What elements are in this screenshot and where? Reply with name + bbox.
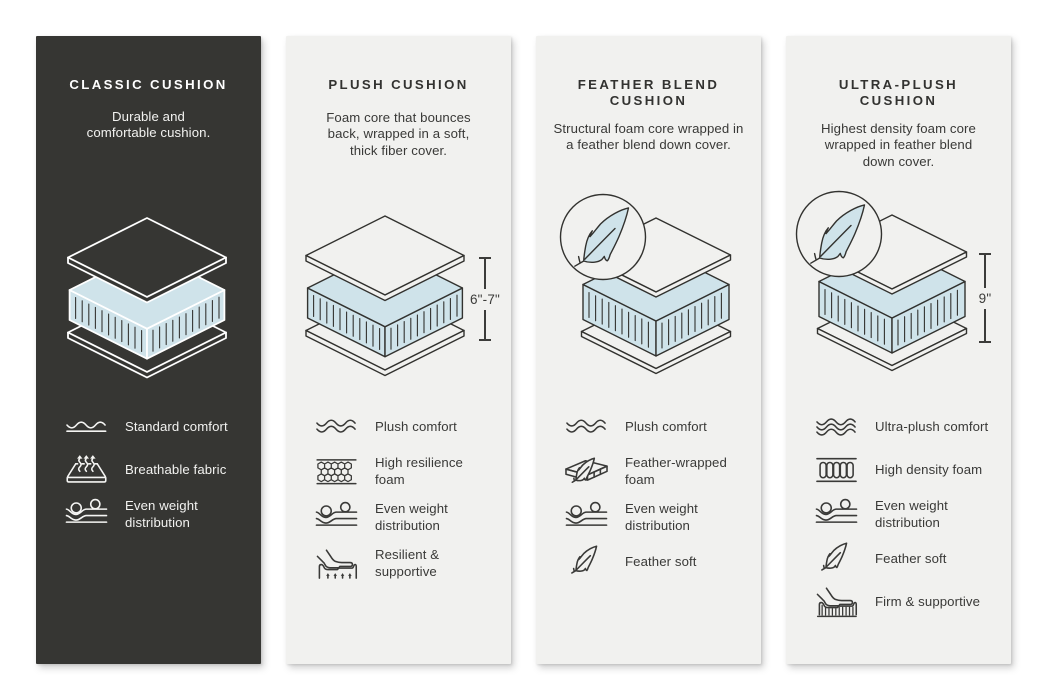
foam-bars-icon [816, 457, 857, 483]
feature-item: Ultra-plush comfort [815, 412, 1003, 442]
thickness-label: 6"-7" [469, 291, 501, 307]
feature-label: Plush comfort [625, 418, 707, 434]
card-title: FEATHER BLEND CUSHION [577, 76, 720, 108]
card-description: Structural foam core wrapped in a feathe… [553, 121, 744, 153]
feature-label: High density foam [875, 461, 983, 477]
thickness-dimension-marker: 6"-7" [470, 257, 500, 341]
feature-item: Feather soft [815, 542, 1003, 574]
thickness-label: 9" [978, 290, 992, 306]
cushion-card: CLASSIC CUSHION Durable and comfortable … [36, 36, 261, 664]
dimension-line [984, 308, 986, 342]
feather-icon [821, 542, 848, 571]
thickness-dimension-marker: 9" [970, 253, 1000, 343]
feature-item: Standard comfort [65, 412, 253, 442]
weight-icon [815, 498, 858, 523]
breathable-icon [66, 455, 107, 483]
feather-foam-icon [565, 457, 608, 483]
cushion-layers-illustration [304, 214, 466, 387]
feature-label: Even weight distribution [125, 498, 198, 530]
cushion-layers-illustration [553, 191, 737, 384]
feature-list: Standard comfort Breathable fabric Even … [65, 412, 253, 544]
feature-label: Even weight distribution [625, 501, 698, 533]
card-description: Highest density foam core wrapped in fea… [821, 121, 976, 169]
feature-item: Feather-wrapped foam [565, 455, 753, 488]
dimension-bottom-cap [979, 341, 991, 343]
feature-label: Plush comfort [375, 418, 457, 434]
feature-label: Feather soft [625, 554, 697, 570]
feature-item: High density foam [815, 455, 1003, 485]
feather-icon [571, 545, 598, 575]
cushion-card: PLUSH CUSHION Foam core that bounces bac… [286, 36, 511, 664]
card-title: ULTRA-PLUSH CUSHION [838, 76, 959, 108]
feature-list: Plush comfort Feather-wrapped foam Even … [565, 412, 753, 590]
dimension-top-cap [479, 257, 491, 259]
feature-item: Plush comfort [565, 412, 753, 442]
dimension-line [484, 258, 486, 289]
wave-3-icon [816, 418, 856, 436]
resilient-icon [316, 549, 358, 579]
feature-item: High resilience foam [315, 455, 503, 488]
feature-item: Even weight distribution [565, 501, 753, 534]
feature-label: Standard comfort [125, 418, 228, 434]
wave-1-icon [66, 421, 107, 432]
feature-label: Resilient & supportive [375, 547, 440, 579]
cushion-layers-illustration [789, 188, 973, 381]
feature-label: Feather-wrapped foam [625, 455, 727, 487]
dimension-line [984, 254, 986, 288]
feature-item: Feather soft [565, 545, 753, 577]
feature-label: Feather soft [875, 550, 947, 566]
weight-icon [65, 498, 108, 523]
feature-item: Plush comfort [315, 412, 503, 442]
card-title: CLASSIC CUSHION [69, 76, 228, 92]
cushion-layers-illustration [66, 216, 228, 389]
feature-label: High resilience foam [375, 455, 463, 487]
wave-2-icon [566, 419, 606, 433]
feature-label: Ultra-plush comfort [875, 418, 989, 434]
cushion-card: FEATHER BLEND CUSHION Structural foam co… [536, 36, 761, 664]
card-description: Durable and comfortable cushion. [86, 109, 211, 141]
dimension-bottom-cap [479, 339, 491, 341]
feature-label: Firm & supportive [875, 593, 981, 609]
feature-item: Even weight distribution [65, 498, 253, 531]
dimension-top-cap [979, 253, 991, 255]
feature-item: Resilient & supportive [315, 547, 503, 580]
card-description: Foam core that bounces back, wrapped in … [326, 110, 471, 158]
feature-item: Even weight distribution [815, 498, 1003, 531]
feature-item: Firm & supportive [815, 587, 1003, 618]
firm-icon [816, 587, 858, 618]
feature-item: Breathable fabric [65, 455, 253, 485]
feature-label: Even weight distribution [875, 498, 948, 530]
dimension-line [484, 309, 486, 340]
cushion-card: ULTRA-PLUSH CUSHION Highest density foam… [786, 36, 1011, 664]
feature-label: Even weight distribution [375, 501, 448, 533]
card-title: PLUSH CUSHION [328, 76, 469, 92]
feature-item: Even weight distribution [315, 501, 503, 534]
wave-2-icon [316, 419, 356, 433]
weight-icon [565, 501, 608, 526]
honeycomb-icon [316, 458, 357, 485]
feature-label: Breathable fabric [125, 461, 227, 477]
weight-icon [315, 501, 358, 526]
